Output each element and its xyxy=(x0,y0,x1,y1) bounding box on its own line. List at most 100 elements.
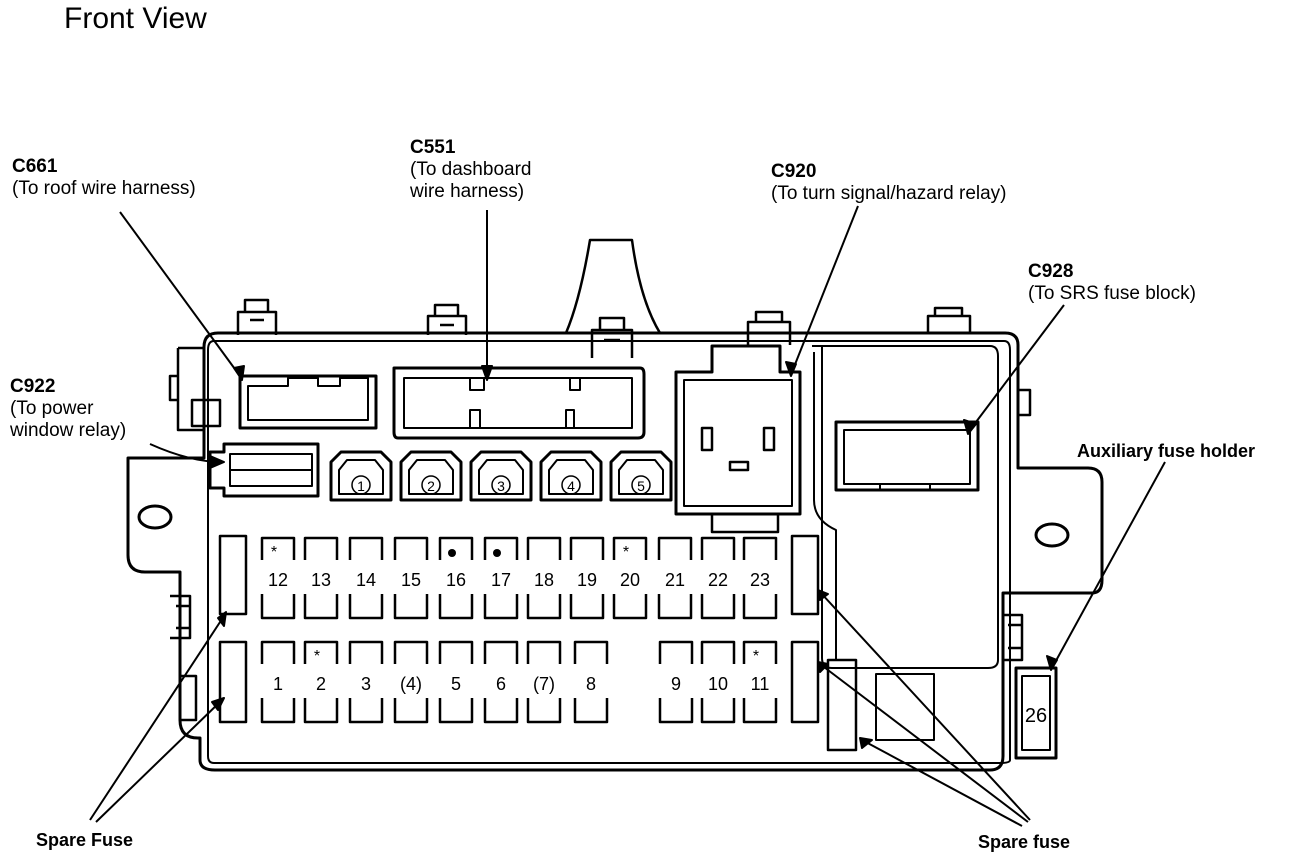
fuse-11: 11 * xyxy=(742,640,778,724)
fuse-5: 5 xyxy=(438,640,474,724)
fuse-12: 12 * xyxy=(260,536,296,620)
fuse-16: 16 xyxy=(438,536,474,620)
fuse-17: 17 xyxy=(483,536,519,620)
fuse-label: 19 xyxy=(577,570,597,590)
fuse-label: 17 xyxy=(491,570,511,590)
relay-number: 3 xyxy=(497,478,505,494)
mounting-hole-right xyxy=(1034,522,1070,548)
fuse-label: 8 xyxy=(586,674,596,694)
fuse-9: 9 xyxy=(658,640,694,724)
fuse-1: 1 xyxy=(260,640,296,724)
label-c922: C922 (To power window relay) xyxy=(10,376,126,442)
label-spare-fuse-left: Spare Fuse xyxy=(36,830,134,850)
spare-fuse-slot xyxy=(218,534,248,616)
relay-socket-5: 5 xyxy=(609,450,673,502)
connector-desc: wire harness) xyxy=(410,181,525,202)
fuse-label: 13 xyxy=(311,570,331,590)
relay-number: 4 xyxy=(567,478,575,494)
label-c928: C928 (To SRS fuse block) xyxy=(1028,261,1196,305)
fuse-(7): (7) xyxy=(526,640,562,724)
fuse-2: 2* xyxy=(303,640,339,724)
relay-number: 1 xyxy=(357,478,365,494)
relay-number: 2 xyxy=(427,478,435,494)
relay-number-circle xyxy=(351,475,371,495)
fuse-label: 20 xyxy=(620,570,640,590)
fuse-6: 6 xyxy=(483,640,519,724)
connector-c920 xyxy=(674,344,802,534)
connector-code: C928 xyxy=(1028,261,1074,282)
spare-fuse-slot xyxy=(790,640,820,724)
fuse-13: 13 xyxy=(303,536,339,620)
relay-number-circle xyxy=(491,475,511,495)
fuse-label: 14 xyxy=(356,570,376,590)
connector-desc: (To SRS fuse block) xyxy=(1028,283,1196,304)
connector-c551 xyxy=(392,366,646,440)
fuse-label: 22 xyxy=(708,570,728,590)
auxiliary-fuse-holder: 26 xyxy=(1014,666,1058,760)
connector-desc: window relay) xyxy=(10,420,127,441)
fuse-label: 11 xyxy=(751,674,770,694)
connector-c922 xyxy=(208,442,320,498)
spare-fuse-slot xyxy=(790,534,820,616)
fuse-22: 22 xyxy=(700,536,736,620)
fuse-23: 23 xyxy=(742,536,778,620)
fuse-label: 18 xyxy=(534,570,554,590)
relay-number-circle xyxy=(421,475,441,495)
fuse-mark-asterisk: * xyxy=(271,544,277,561)
housing-flange xyxy=(126,331,1104,772)
spare-fuse-slots xyxy=(218,534,858,752)
connector-desc: (To power xyxy=(10,398,94,419)
connector-c661 xyxy=(238,374,378,430)
connector-desc: (To turn signal/hazard relay) xyxy=(771,183,1007,204)
fuse-label: 10 xyxy=(708,674,728,694)
relay-socket-4: 4 xyxy=(539,450,603,502)
fuse-18: 18 xyxy=(526,536,562,620)
fuse-label: 2 xyxy=(316,674,326,694)
connector-code: C661 xyxy=(12,156,58,177)
fuse-label: 21 xyxy=(665,570,685,590)
connector-code: C920 xyxy=(771,161,817,182)
fuse-10: 10 xyxy=(700,640,736,724)
fuse-mark-asterisk: * xyxy=(753,648,759,665)
fuse-label: 1 xyxy=(273,674,283,694)
fuse-15: 15 xyxy=(393,536,429,620)
relay-number-circle xyxy=(631,475,651,495)
relay-sockets: 1 2 3 4 5 xyxy=(329,450,673,502)
connector-code: C551 xyxy=(410,137,456,158)
fuse-mark-asterisk: * xyxy=(623,544,629,561)
fuse-label: 16 xyxy=(446,570,466,590)
spare-fuse-slot xyxy=(826,658,858,752)
fuse-label: 6 xyxy=(496,674,506,694)
label-c661: C661 (To roof wire harness) xyxy=(12,156,196,200)
relay-socket-3: 3 xyxy=(469,450,533,502)
page-title: Front View xyxy=(64,2,207,35)
fuse-row-top: 12 * 13 14 15 16 17 18 19 20 * 21 22 23 xyxy=(260,536,778,620)
connector-code: C922 xyxy=(10,376,56,397)
housing-inner xyxy=(207,340,1011,764)
fuse-8: 8 xyxy=(573,640,609,724)
relay-socket-2: 2 xyxy=(399,450,463,502)
connector-c928 xyxy=(812,345,999,741)
connector-desc: (To dashboard xyxy=(410,159,532,180)
fuse-label: 9 xyxy=(671,674,681,694)
mounting-hole-left xyxy=(137,504,173,530)
aux-fuse-number: 26 xyxy=(1025,705,1047,727)
relay-number: 5 xyxy=(637,478,645,494)
relay-number-circle xyxy=(561,475,581,495)
fuse-14: 14 xyxy=(348,536,384,620)
fuse-3: 3 xyxy=(348,640,384,724)
leader-lines xyxy=(89,205,1166,827)
fuse-label: 15 xyxy=(401,570,421,590)
label-spare-fuse-right: Spare fuse xyxy=(978,832,1071,852)
fuse-mark-dot xyxy=(448,549,456,557)
fuse-mark-asterisk: * xyxy=(314,648,320,665)
fuse-label: 3 xyxy=(361,674,371,694)
spare-fuse-slot xyxy=(218,640,248,724)
fuse-19: 19 xyxy=(569,536,605,620)
fuse-label: 12 xyxy=(268,570,288,590)
fuse-mark-dot xyxy=(493,549,501,557)
fuse-label: 5 xyxy=(451,674,461,694)
fuse-label: 23 xyxy=(750,570,770,590)
